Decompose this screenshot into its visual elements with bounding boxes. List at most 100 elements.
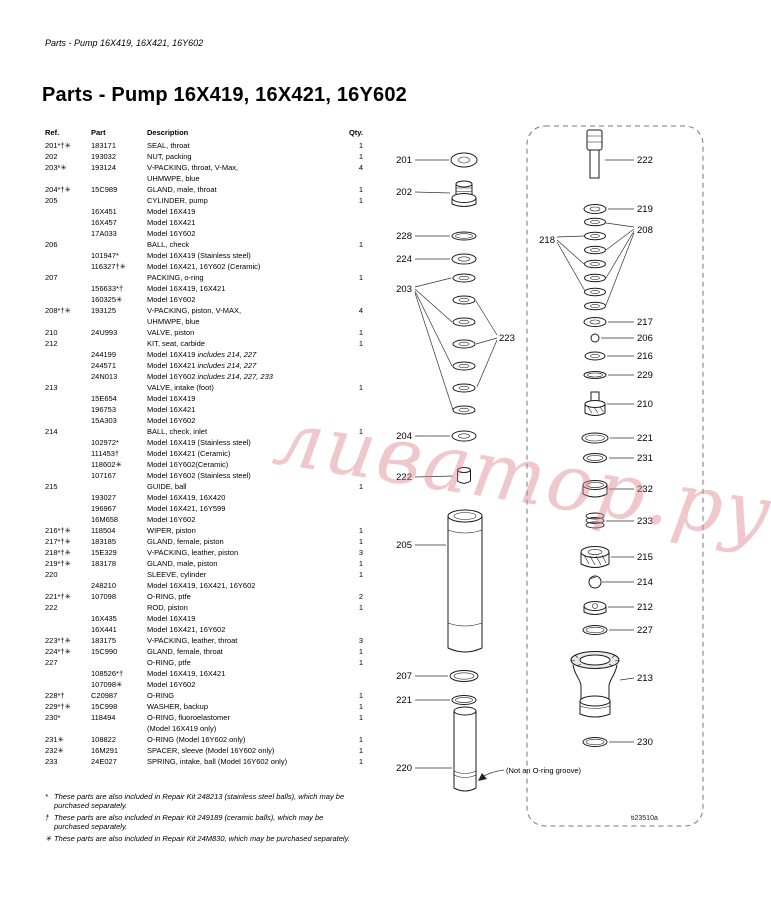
exploded-diagram: 201 202 228 224 (396, 125, 704, 827)
callout-221-right: 221 (637, 433, 653, 444)
callout-206: 206 (637, 333, 653, 344)
table-row: UHMWPE, blue (147, 174, 200, 183)
part-221-oring-left: 221 (396, 695, 477, 706)
part-216-wiper: 216 (584, 351, 653, 362)
table-row: UHMWPE, blue (147, 317, 200, 326)
part-221-oring-right: 221 (581, 432, 653, 444)
part-232-spacer: 232 (582, 480, 653, 498)
table-row: 107098✳Model 16Y602 (91, 680, 196, 689)
table-row: 118602✳Model 16Y602(Ceramic) (91, 460, 229, 469)
figure-id: ti23510a (631, 815, 658, 822)
callout-205: 205 (396, 540, 412, 551)
oring-groove-note: (Not an O-ring groove) (478, 766, 582, 781)
note-arrowhead (478, 773, 487, 781)
note-text: (Not an O-ring groove) (506, 766, 582, 775)
table-row: (Model 16X419 only) (147, 724, 217, 733)
callout-232: 232 (637, 484, 653, 495)
callout-214: 214 (637, 577, 653, 588)
table-row: 108526*†Model 16X419, 16X421 (91, 669, 226, 678)
part-202-packing-nut: 202 (396, 180, 477, 207)
part-206-ball: 206 (590, 333, 653, 344)
callout-222-right: 222 (637, 155, 653, 166)
part-222-rod-end: 222 (396, 467, 471, 484)
piston-packing-stack: 208 218 (539, 217, 653, 311)
table-row: 116327†✳Model 16X421, 16Y602 (Ceramic) (91, 262, 261, 271)
part-228-oring: 228 (396, 231, 477, 242)
table-header: Ref. Part Description Qty. (45, 127, 363, 138)
callout-231: 231 (637, 453, 653, 464)
footnote: ✳These parts are also included in Repair… (45, 834, 350, 843)
part-217-gland: 217 (583, 317, 653, 328)
callout-210: 210 (637, 399, 653, 410)
footnote: †These parts are also included in Repair… (45, 813, 324, 831)
table-row: 160325✳Model 16Y602 (91, 295, 196, 304)
part-215-ball-guide: 215 (580, 546, 653, 568)
part-227-oring: 227 (582, 625, 653, 636)
callout-221-left: 221 (396, 695, 412, 706)
footnotes: *These parts are also included in Repair… (45, 792, 359, 846)
callout-224: 224 (396, 254, 412, 265)
callout-233: 233 (637, 516, 653, 527)
part-213-intake-valve: 213 (570, 651, 653, 718)
part-230-oring: 230 (582, 737, 653, 748)
part-205-cylinder: 205 (396, 509, 483, 653)
callout-215: 215 (637, 552, 653, 563)
diagram-boundary (526, 125, 704, 827)
part-222-rod: 222 (586, 129, 653, 179)
part-231-oring: 231 (583, 453, 653, 464)
part-210-piston-valve: 210 (584, 391, 653, 416)
part-229-washer: 229 (583, 370, 653, 381)
part-233-spring: 233 (585, 512, 653, 529)
callout-208: 208 (637, 225, 653, 236)
callout-223: 223 (499, 333, 515, 344)
part-220-sleeve: 220 (396, 706, 477, 792)
callout-202: 202 (396, 187, 412, 198)
callout-219: 219 (637, 204, 653, 215)
callout-218: 218 (539, 235, 555, 246)
table-row: 156633*†Model 16X419, 16X421 (91, 284, 226, 293)
part-204-gland: 204 (396, 430, 477, 442)
callout-227: 227 (637, 625, 653, 636)
table-row: 101947*Model 16X419 (Stainless steel) (91, 251, 251, 260)
part-212-seat: 212 (583, 601, 653, 615)
part-214-ball: 214 (588, 575, 653, 589)
callout-213: 213 (637, 673, 653, 684)
part-207-oring: 207 (396, 670, 479, 682)
